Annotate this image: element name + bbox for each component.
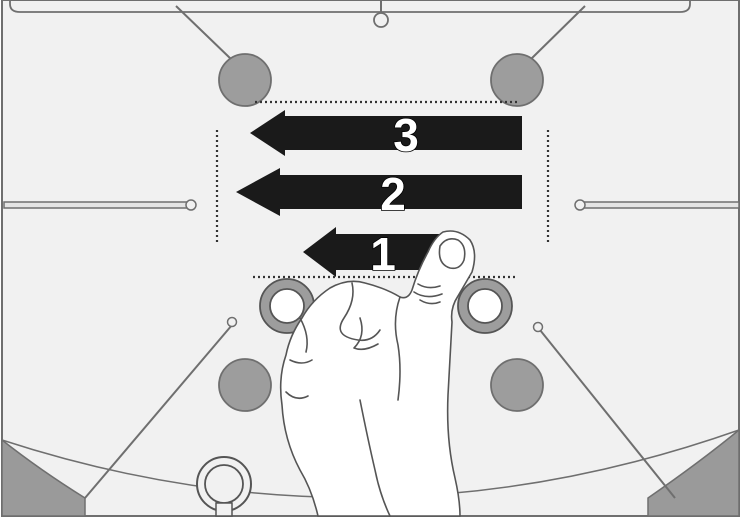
step-label-3: 3 bbox=[393, 109, 419, 161]
left-side-knob bbox=[185, 199, 197, 211]
pointing-hand-icon bbox=[279, 230, 476, 517]
top-bezel bbox=[9, 0, 691, 13]
bottom-left-corner bbox=[1, 438, 86, 517]
button-top-left bbox=[218, 53, 272, 107]
swipe-zone-guides bbox=[215, 100, 550, 279]
arrow-1 bbox=[303, 227, 440, 277]
spoke-top-left bbox=[175, 5, 233, 61]
button-top-right bbox=[490, 53, 544, 107]
left-side-bar bbox=[3, 201, 189, 209]
spoke-bottom-right bbox=[539, 329, 676, 499]
bottom-right-corner bbox=[647, 428, 740, 517]
arrow-3 bbox=[250, 110, 522, 156]
button-bottom-right bbox=[490, 358, 544, 412]
arrow-2 bbox=[236, 168, 522, 216]
keyhole-ring-icon bbox=[196, 456, 252, 517]
top-pin-knob bbox=[373, 12, 389, 28]
ring-button-right bbox=[457, 278, 513, 334]
button-bottom-left bbox=[218, 358, 272, 412]
spoke-bottom-left bbox=[84, 324, 233, 499]
spoke-bottom-right-knob bbox=[532, 321, 544, 333]
spoke-bottom-left-knob bbox=[226, 316, 238, 328]
spoke-top-right bbox=[529, 5, 586, 61]
step-label-2: 2 bbox=[380, 168, 406, 220]
right-side-knob bbox=[574, 199, 586, 211]
swipe-arrow-icon bbox=[236, 110, 522, 277]
right-side-bar bbox=[583, 201, 740, 209]
step-label-1: 1 bbox=[370, 228, 396, 280]
